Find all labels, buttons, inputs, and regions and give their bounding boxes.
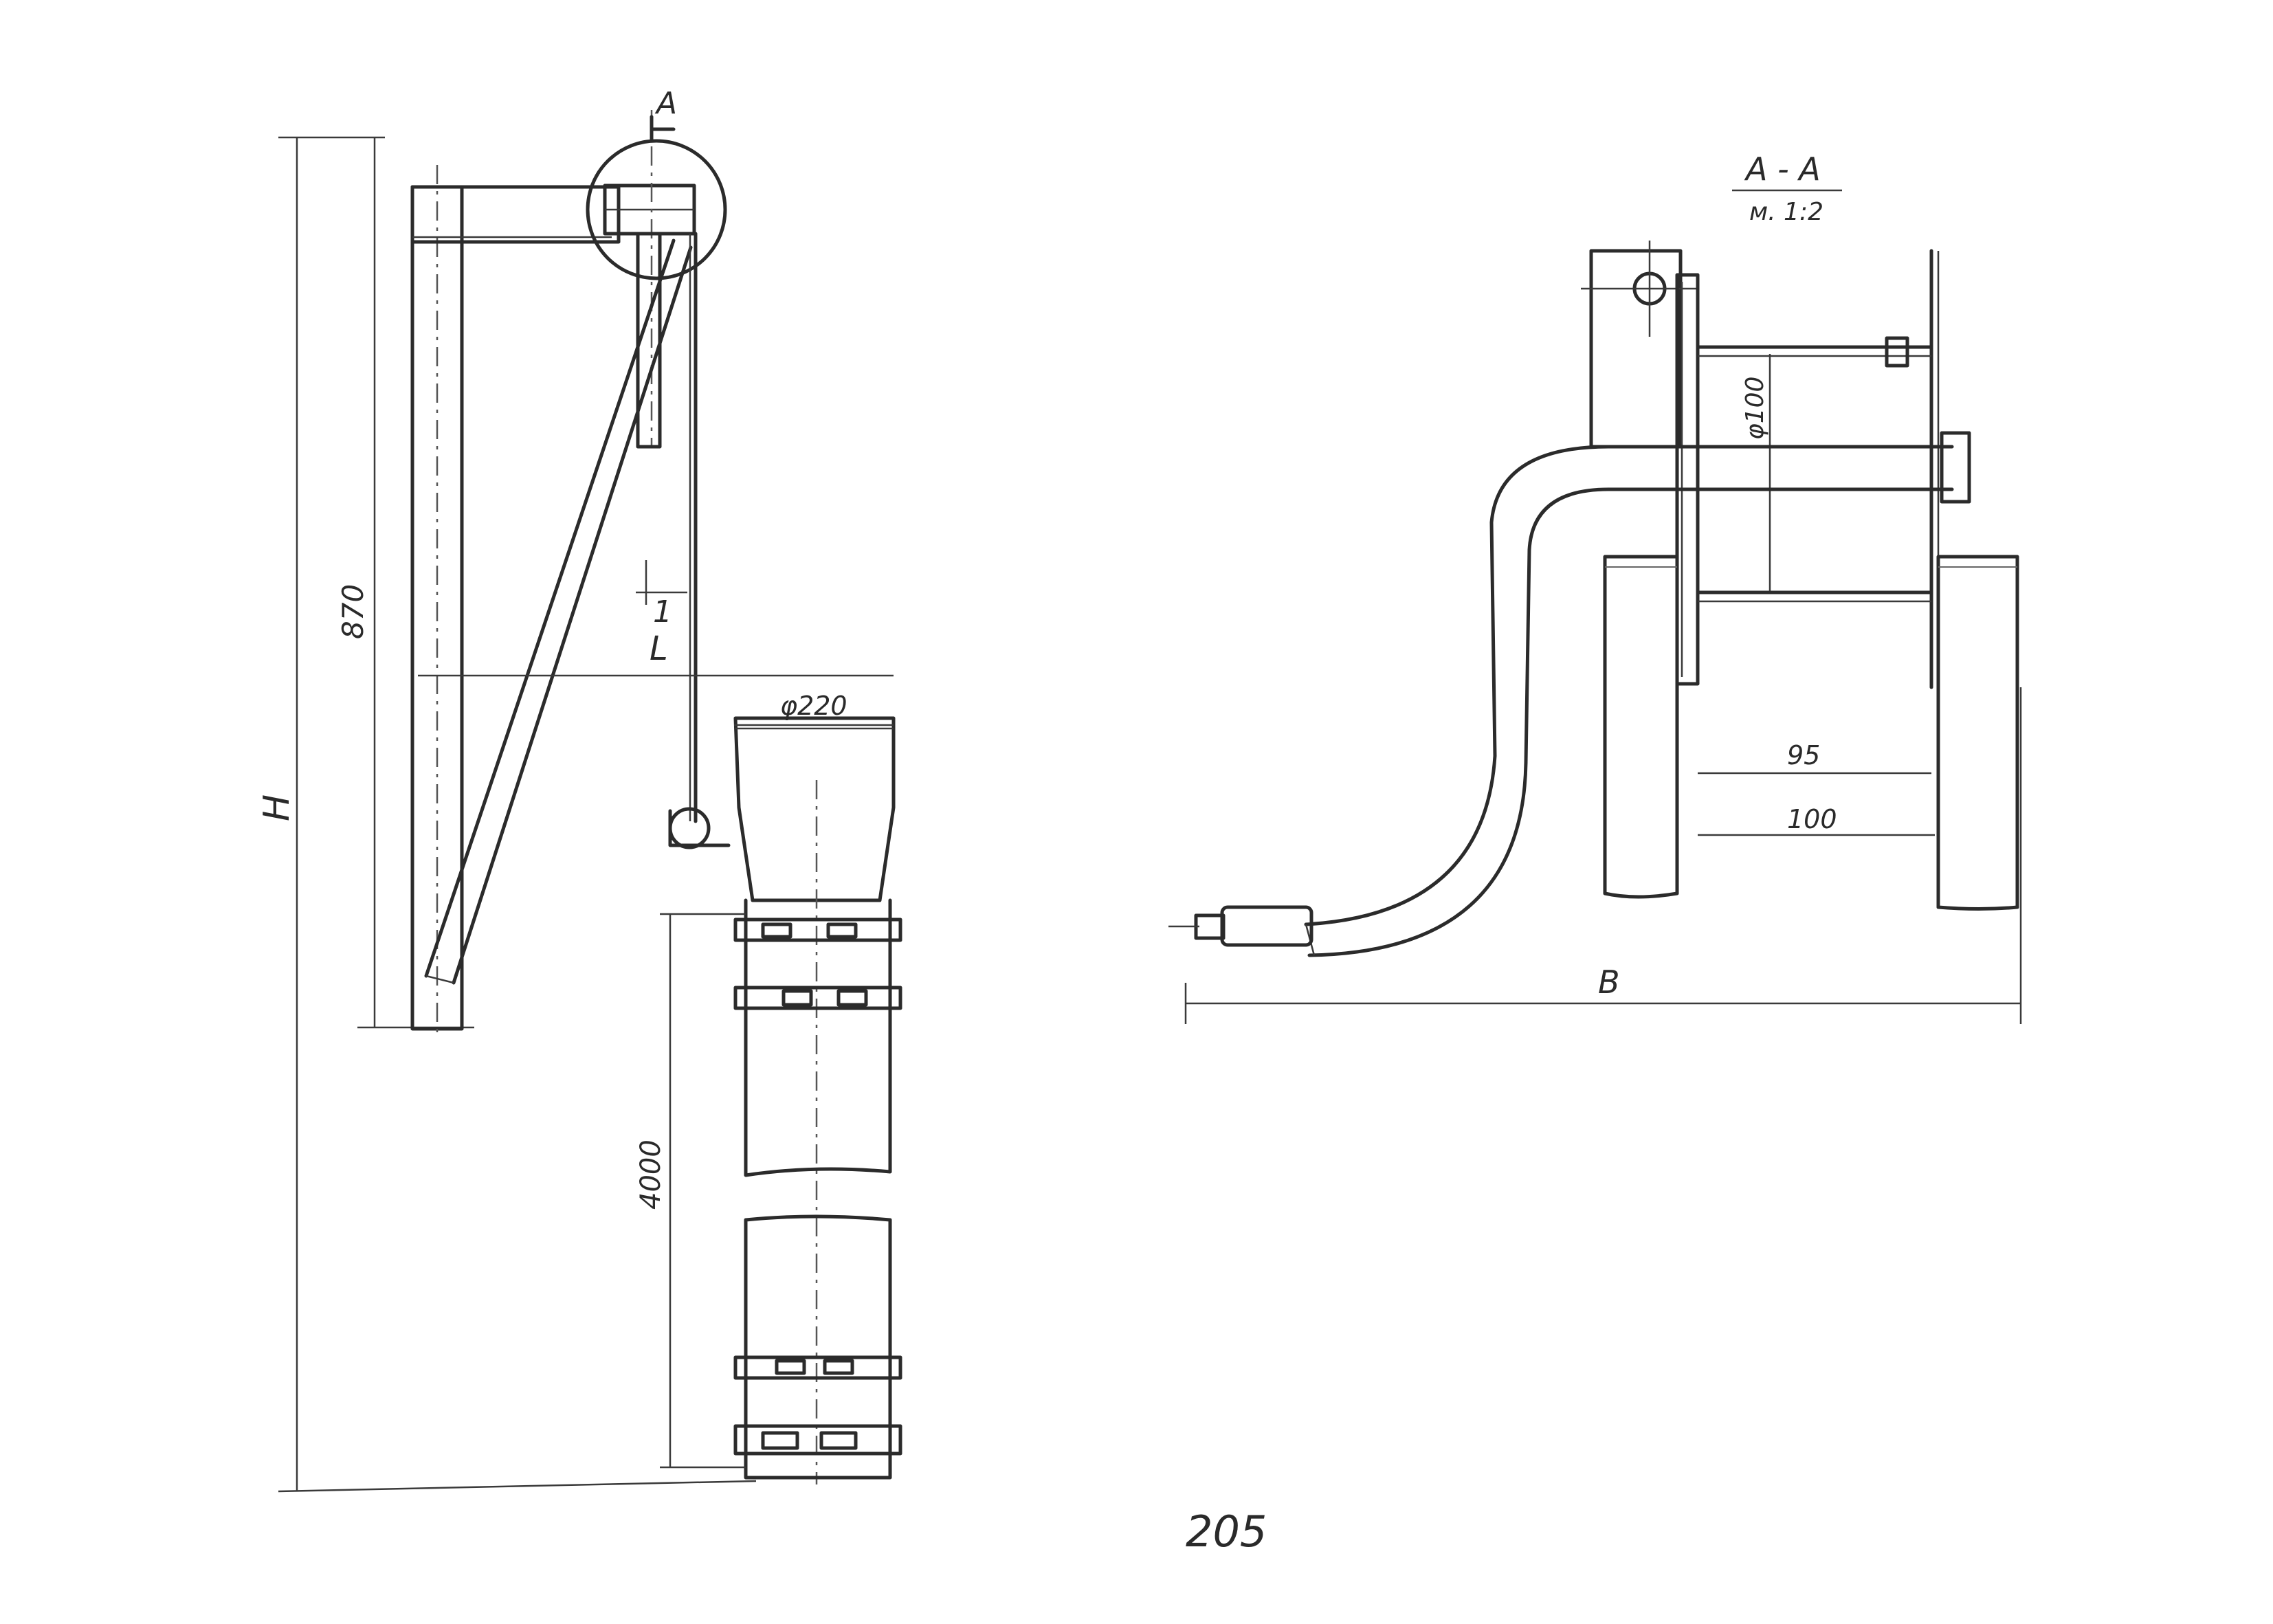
- bearing-block: [1581, 241, 1698, 449]
- section-view: A - A м. 1:2 φ100: [1168, 151, 2022, 1024]
- gear-wheel: [586, 110, 727, 447]
- hose-clamp: [733, 986, 902, 1010]
- wall-plate: [1675, 273, 1700, 686]
- shaft: [1606, 431, 1971, 504]
- side-view: H 870 A: [256, 86, 902, 1493]
- arm-reach-label: L: [650, 630, 668, 668]
- hose-clamp: [733, 917, 902, 942]
- housing: [1603, 555, 2019, 911]
- nozzle-diameter-label: φ220: [780, 691, 847, 721]
- nozzle: [733, 716, 896, 902]
- section-scale: м. 1:2: [1749, 198, 1823, 226]
- threaded-rod-upper: [1696, 336, 1933, 368]
- outer-width-label: 100: [1787, 804, 1837, 834]
- inner-width-label: 95: [1787, 740, 1820, 770]
- hose-upper: [744, 898, 892, 1177]
- pipe-diameter-label: φ100: [1741, 377, 1769, 440]
- pipe-end-fitting: [1168, 905, 1313, 947]
- page-number: 205: [1186, 1506, 1267, 1557]
- top-beam: [410, 185, 621, 244]
- overall-width-label: B: [1598, 964, 1620, 1001]
- hose-clamp: [733, 1424, 902, 1456]
- overall-height-label: H: [256, 794, 298, 821]
- hose-clamp: [733, 1355, 902, 1380]
- threaded-rod-lower: [1696, 590, 1933, 603]
- hose-lower: [744, 1214, 892, 1480]
- section-marker-label: A: [654, 86, 677, 121]
- diagonal-strut: [424, 238, 693, 985]
- mast-height-label: 870: [336, 584, 370, 639]
- section-title: A - A: [1744, 151, 1821, 188]
- hose-length-label: 4000: [635, 1139, 667, 1210]
- bent-pipe: [1304, 445, 1610, 957]
- small-offset-label: 1: [653, 594, 672, 630]
